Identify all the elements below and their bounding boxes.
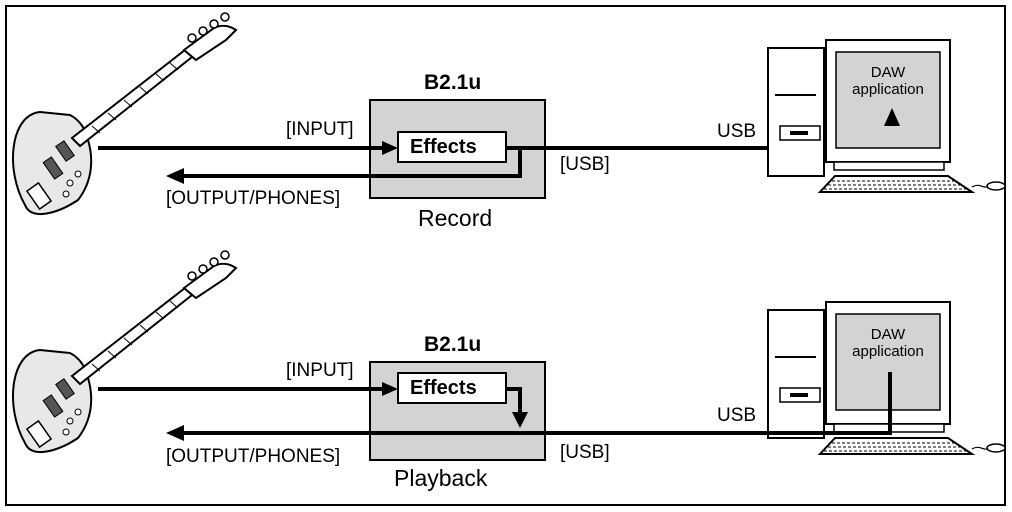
record-panel xyxy=(11,12,1006,216)
effects-block xyxy=(397,372,507,404)
effects-label: Effects xyxy=(410,377,477,399)
usb-cable-label: USB xyxy=(717,121,757,142)
diagram-frame xyxy=(5,5,1006,506)
playback-signal-line xyxy=(182,372,892,435)
output-signal-line xyxy=(182,146,522,178)
output-phones-label: [OUTPUT/PHONES] xyxy=(166,446,341,467)
daw-screen-line2: application xyxy=(852,81,924,98)
mode-title: Record xyxy=(418,205,493,231)
input-arrowhead xyxy=(382,141,398,155)
playback-panel xyxy=(11,250,1006,461)
output-arrowhead xyxy=(166,425,184,441)
device-title: B2.1u xyxy=(424,333,482,356)
device-title: B2.1u xyxy=(424,71,482,94)
input-label: [INPUT] xyxy=(286,119,354,140)
effects-block xyxy=(397,131,507,163)
input-arrowhead xyxy=(382,382,398,396)
usb-cable-label: USB xyxy=(717,405,757,426)
bass-guitar-icon xyxy=(11,250,237,454)
effects-to-output-line xyxy=(506,387,522,416)
daw-screen-line1: DAW xyxy=(870,64,906,81)
usb-port-label: [USB] xyxy=(560,442,610,463)
effects-down-arrowhead xyxy=(512,412,528,428)
input-label: [INPUT] xyxy=(286,360,354,381)
usb-port-label: [USB] xyxy=(560,154,610,175)
output-arrowhead xyxy=(166,168,184,184)
daw-screen-line2: application xyxy=(852,343,924,360)
effects-label: Effects xyxy=(410,136,477,158)
usb-arrowhead xyxy=(884,108,900,126)
desktop-computer-icon xyxy=(767,39,1006,193)
output-phones-label: [OUTPUT/PHONES] xyxy=(166,188,341,209)
daw-screen-line1: DAW xyxy=(870,326,906,343)
bass-guitar-icon xyxy=(11,12,237,216)
mode-title: Playback xyxy=(394,465,488,491)
